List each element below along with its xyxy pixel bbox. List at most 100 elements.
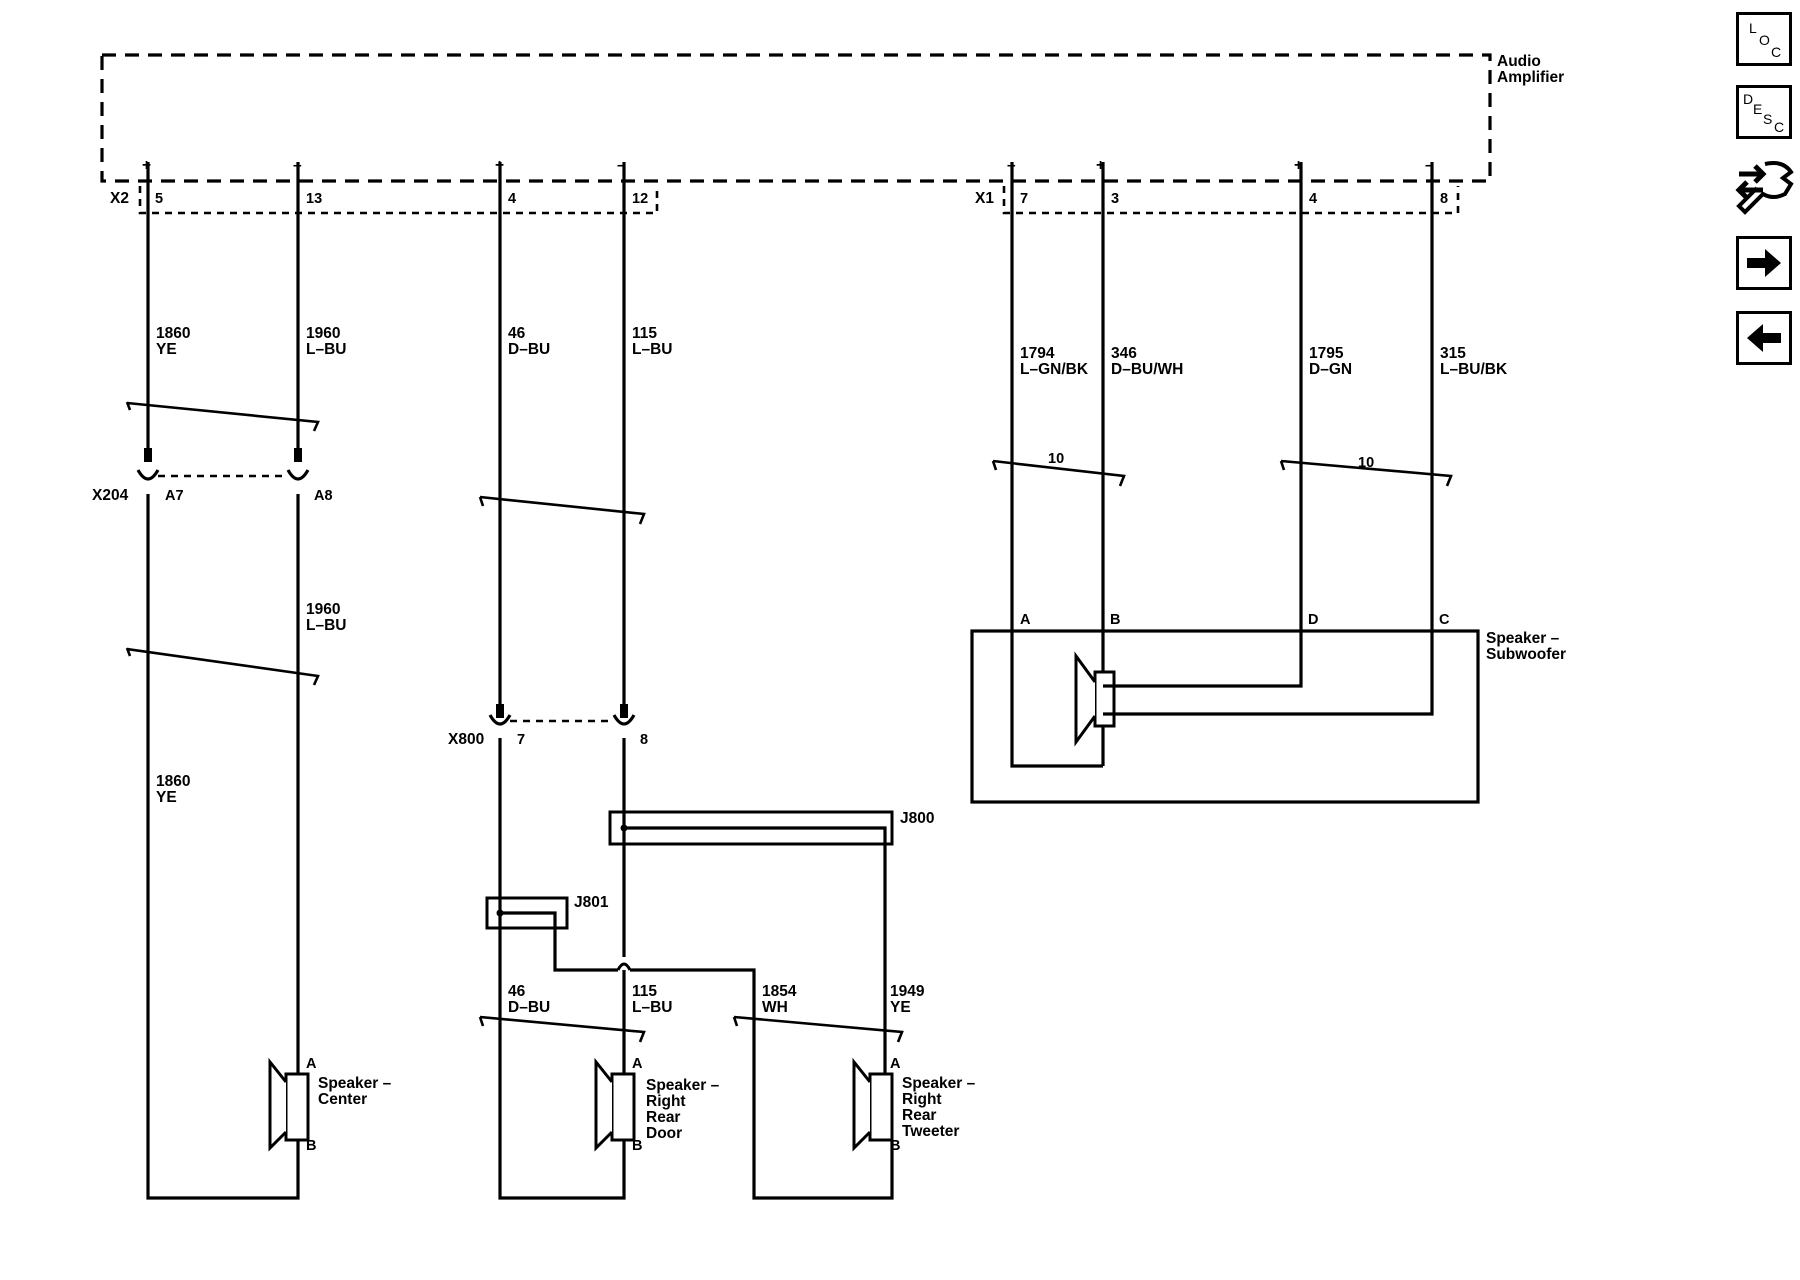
wire-1960-color: L–BU xyxy=(306,341,346,358)
center-speaker-circuit: 1860 YE 1960 L–BU X204 A7 A8 1960 L–BU 1… xyxy=(92,162,392,1200)
x1-polarity-2: + xyxy=(1096,157,1105,174)
wire-1960-circuit-lower: 1960 xyxy=(306,601,340,618)
subwoofer-pin-a: A xyxy=(1020,612,1031,628)
subwoofer-pin-d: D xyxy=(1308,612,1318,628)
x1-polarity-4: – xyxy=(1425,157,1434,174)
wire-1794-circuit: 1794 xyxy=(1020,345,1055,362)
arrow-left-icon xyxy=(1747,324,1781,352)
speaker-rr-door-label-2: Right xyxy=(646,1093,686,1110)
wire-1860-color: YE xyxy=(156,341,177,358)
wire-115-color-lower: L–BU xyxy=(632,999,672,1016)
wire-115-circuit-lower: 115 xyxy=(632,983,657,1000)
twist-label-right: 10 xyxy=(1358,455,1374,471)
connector-x1: X1 – + + – 7 3 4 8 xyxy=(975,157,1460,215)
wire-46-circuit-lower: 46 xyxy=(508,983,526,1000)
speaker-rr-door-label-4: Door xyxy=(646,1125,682,1142)
speaker-rr-tweeter-pin-a: A xyxy=(890,1056,901,1072)
wire-1960-color-lower: L–BU xyxy=(306,617,346,634)
wire-1795-color: D–GN xyxy=(1309,361,1352,378)
subwoofer-pin-c: C xyxy=(1439,612,1450,628)
x800-label: X800 xyxy=(448,731,484,748)
x2-pin-4: 4 xyxy=(508,191,516,207)
speaker-rr-door-pin-a: A xyxy=(632,1056,643,1072)
twisted-pair-marker xyxy=(125,401,320,432)
twisted-pair-marker xyxy=(732,1015,904,1043)
j800-label: J800 xyxy=(900,810,934,827)
subwoofer-circuit: 1794 L–GN/BK 346 D–BU/WH 1795 D–GN 315 L… xyxy=(970,162,1566,804)
wire-346-circuit: 346 xyxy=(1111,345,1137,362)
x204-pin-a7: A7 xyxy=(165,488,184,504)
twisted-pair-marker xyxy=(1279,459,1453,487)
subwoofer-label-1: Speaker – xyxy=(1486,630,1560,647)
x800-pin-7: 7 xyxy=(517,732,525,748)
wire-346-color: D–BU/WH xyxy=(1111,361,1183,378)
wire-1960-circuit: 1960 xyxy=(306,325,340,342)
wire-1854-color: WH xyxy=(762,999,788,1016)
svg-text:S: S xyxy=(1763,111,1772,127)
x2-pin-5: 5 xyxy=(155,191,163,207)
amplifier-label-line2: Amplifier xyxy=(1497,69,1564,86)
wire-1949-color: YE xyxy=(890,999,911,1016)
connector-x800: X800 7 8 xyxy=(448,704,648,748)
x1-pin-7: 7 xyxy=(1020,191,1028,207)
description-button[interactable]: D E S C xyxy=(1736,85,1792,139)
wire-1794-color: L–GN/BK xyxy=(1020,361,1089,378)
twisted-pair-marker xyxy=(991,459,1126,487)
svg-text:C: C xyxy=(1771,44,1781,60)
speaker-rr-door-label-3: Rear xyxy=(646,1109,680,1126)
x2-pin-12: 12 xyxy=(632,191,648,207)
svg-text:L: L xyxy=(1749,20,1757,36)
j801-label: J801 xyxy=(574,894,609,911)
speaker-center-pin-b: B xyxy=(306,1138,316,1154)
x800-pin-8: 8 xyxy=(640,732,648,748)
twisted-pair-marker xyxy=(478,495,646,525)
x1-pin-4: 4 xyxy=(1309,191,1317,207)
connector-x2: X2 + – + – 5 13 4 12 xyxy=(110,157,659,215)
wire-1949-circuit: 1949 xyxy=(890,983,925,1000)
x204-pin-a8: A8 xyxy=(314,488,333,504)
previous-page-button[interactable] xyxy=(1736,311,1792,365)
speaker-rr-door-label-1: Speaker – xyxy=(646,1077,720,1094)
speaker-center-label-2: Center xyxy=(318,1091,367,1108)
x2-polarity-4: – xyxy=(617,157,626,174)
x204-label: X204 xyxy=(92,487,129,504)
subwoofer-label-2: Subwoofer xyxy=(1486,646,1566,663)
wire-46-circuit: 46 xyxy=(508,325,526,342)
x2-pin-13: 13 xyxy=(306,191,322,207)
right-rear-circuit: 46 D–BU 115 L–BU X800 7 8 J800 xyxy=(448,162,976,1200)
speaker-center-label-1: Speaker – xyxy=(318,1075,392,1092)
svg-text:O: O xyxy=(1759,32,1770,48)
wire-1860-circuit-lower: 1860 xyxy=(156,773,190,790)
diagnostic-button[interactable] xyxy=(1733,154,1795,218)
connector-wrench-icon xyxy=(1735,161,1794,215)
splice-j801: J801 xyxy=(485,894,609,930)
splice-j800: J800 xyxy=(608,810,934,846)
speaker-rr-door-pin-b: B xyxy=(632,1138,642,1154)
subwoofer-pin-b: B xyxy=(1110,612,1120,628)
wire-1860-circuit: 1860 xyxy=(156,325,190,342)
speaker-center-pin-a: A xyxy=(306,1056,317,1072)
wire-115-circuit: 115 xyxy=(632,325,657,342)
next-page-button[interactable] xyxy=(1736,236,1792,290)
wire-115-color: L–BU xyxy=(632,341,672,358)
loc-icon: L O C xyxy=(1749,20,1781,60)
twisted-pair-marker xyxy=(478,1015,646,1043)
speaker-center: A B Speaker – Center xyxy=(268,1056,392,1154)
wire-1795-circuit: 1795 xyxy=(1309,345,1344,362)
x2-label: X2 xyxy=(110,190,129,207)
connector-x204: X204 A7 A8 xyxy=(92,448,333,504)
speaker-rr-tweeter-label-3: Rear xyxy=(902,1107,936,1124)
location-button[interactable]: L O C xyxy=(1736,12,1792,66)
speaker-right-rear-door: A B Speaker – Right Rear Door xyxy=(594,1056,720,1154)
svg-text:C: C xyxy=(1774,119,1784,135)
svg-text:E: E xyxy=(1753,101,1762,117)
wire-315-circuit: 315 xyxy=(1440,345,1466,362)
twisted-pair-marker xyxy=(125,647,320,686)
wire-1860-color-lower: YE xyxy=(156,789,177,806)
x1-label: X1 xyxy=(975,190,994,207)
x1-pin-8: 8 xyxy=(1440,191,1448,207)
wire-1854-circuit: 1854 xyxy=(762,983,797,1000)
speaker-rr-tweeter-label-1: Speaker – xyxy=(902,1075,976,1092)
speaker-rr-tweeter-pin-b: B xyxy=(890,1138,900,1154)
